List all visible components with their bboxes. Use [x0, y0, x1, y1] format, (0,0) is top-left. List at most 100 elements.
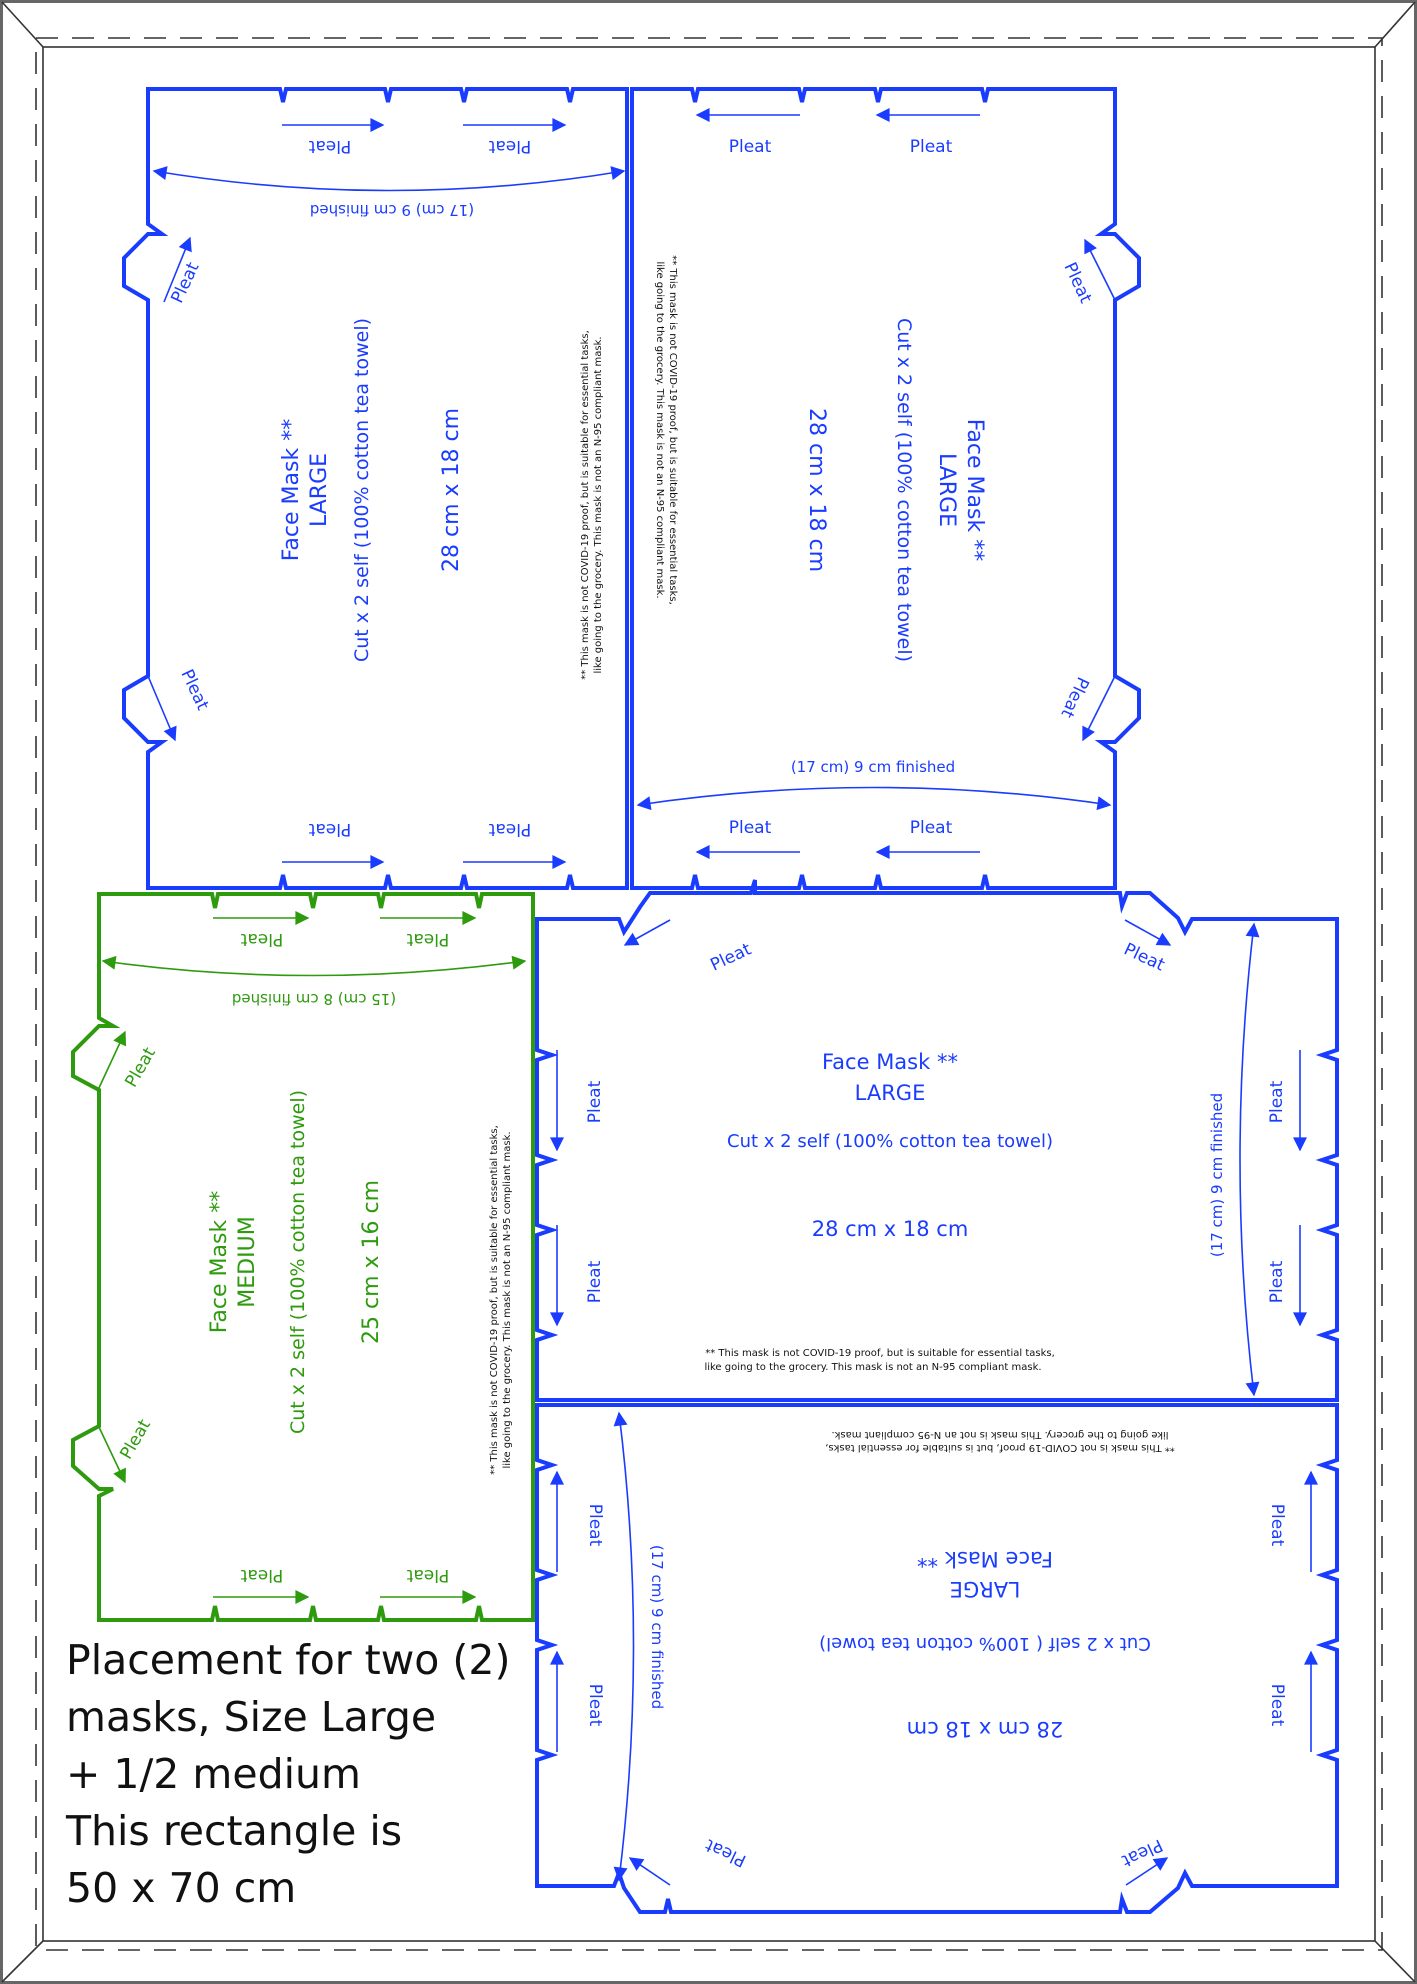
pleat-label: Pleat [1267, 1260, 1287, 1303]
pleat-label: Pleat [585, 1684, 605, 1727]
disclaimer: like going to the grocery. This mask is … [704, 1362, 1041, 1373]
cut-instruction: Cut x 2 self (100% cotton tea towel) [727, 1131, 1053, 1152]
caption-line: 50 x 70 cm [66, 1864, 297, 1912]
disclaimer: ** This mask is not COVID-19 proof, but … [705, 1348, 1055, 1359]
cut-outline [535, 1403, 1339, 1914]
pleat-arrow [628, 1857, 671, 1886]
mask-dimensions: 28 cm x 18 cm [907, 1717, 1064, 1741]
cut-outline [71, 892, 535, 1622]
disclaimer: ** This mask is not COVID-19 proof, but … [580, 330, 591, 680]
pleat-arrow [1125, 1857, 1169, 1886]
mask-dimensions: 28 cm x 18 cm [804, 408, 829, 572]
mask-large-middle-right: Pleat Pleat Pleat Pleat Pleat Pleat (17 … [535, 879, 1339, 1402]
cut-instruction: Cut x 2 self (100% cotton tea towel) [351, 318, 373, 662]
pleat-label: Pleat [121, 1044, 160, 1091]
pleat-arrow [163, 236, 192, 303]
mask-large-top-right: Pleat Pleat Pleat Pleat Pleat Pleat (17 … [630, 87, 1141, 890]
cut-instruction: Cut x 2 self (100% cotton tea towel) [287, 1090, 309, 1434]
pleat-label: Pleat [308, 136, 351, 156]
finished-width-label: (15 cm) 8 cm finished [232, 990, 396, 1008]
mask-large-top-left: Pleat Pleat Pleat Pleat Pleat Pleat (17 … [122, 87, 629, 890]
pleat-label: Pleat [729, 137, 772, 157]
cut-outline [122, 87, 629, 890]
disclaimer: like going to the grocery. This mask is … [831, 1429, 1168, 1440]
pleat-label: Pleat [707, 939, 754, 975]
pleat-label: Pleat [240, 1565, 283, 1585]
disclaimer: like going to the grocery. This mask is … [502, 1131, 513, 1468]
mask-size: LARGE [855, 1081, 926, 1105]
pleat-arrow [97, 1030, 127, 1091]
pleat-label: Pleat [308, 819, 351, 839]
finished-width-label: (17 cm) 9 cm finished [648, 1545, 666, 1709]
mask-dimensions: 28 cm x 18 cm [439, 408, 464, 572]
pleat-label: Pleat [1121, 939, 1168, 975]
pleat-label: Pleat [176, 666, 212, 713]
pleat-label: Pleat [585, 1504, 605, 1547]
caption-line: Placement for two (2) [66, 1636, 511, 1684]
disclaimer: ** This mask is not COVID-19 proof, but … [489, 1125, 500, 1475]
pleat-arrow [1124, 919, 1172, 946]
pleat-arrow [1082, 675, 1116, 742]
pleat-label: Pleat [585, 1260, 605, 1303]
caption-line: masks, Size Large [66, 1693, 437, 1741]
corner-bevel-tr [1374, 1, 1416, 48]
pleat-arrow [147, 675, 177, 742]
mask-size: LARGE [950, 1577, 1021, 1601]
pleat-label: Pleat [1059, 259, 1095, 306]
pleat-label: Pleat [910, 137, 953, 157]
disclaimer: like going to the grocery. This mask is … [654, 261, 665, 598]
mask-title: Face Mask ** [962, 419, 987, 561]
mask-medium-left: Pleat Pleat Pleat Pleat Pleat Pleat (15 … [71, 892, 535, 1622]
pleat-label: Pleat [406, 1565, 449, 1585]
pleat-label: Pleat [406, 929, 449, 949]
corner-bevel-br [1374, 1940, 1416, 1983]
finished-width-arrow [636, 786, 1112, 811]
finished-width-arrow [101, 955, 527, 977]
disclaimer: like going to the grocery. This mask is … [593, 336, 604, 673]
finished-width-arrow [613, 1411, 635, 1882]
caption-line: + 1/2 medium [66, 1750, 361, 1798]
mask-title: Face Mask ** [822, 1050, 958, 1074]
mask-large-bottom-right: Pleat Pleat Pleat Pleat Pleat Pleat (17 … [535, 1403, 1339, 1914]
mask-size: MEDIUM [235, 1216, 260, 1307]
placement-caption: Placement for two (2) masks, Size Large … [66, 1632, 510, 1917]
pleat-label: Pleat [240, 929, 283, 949]
pleat-label: Pleat [488, 136, 531, 156]
finished-width-arrow [1239, 922, 1260, 1397]
pleat-arrow [1084, 238, 1116, 301]
cut-instruction: Cut x 2 self (100% cotton tea towel) [893, 318, 915, 662]
mask-title: Face Mask ** [917, 1547, 1053, 1571]
inner-border [42, 46, 1376, 1942]
mask-title: Face Mask ** [207, 1191, 232, 1333]
pleat-label: Pleat [1118, 1834, 1165, 1870]
pleat-label: Pleat [910, 818, 953, 838]
pleat-label: Pleat [729, 818, 772, 838]
pleat-arrow [97, 1424, 126, 1484]
corner-bevel-tl [1, 1, 44, 48]
caption-line: This rectangle is [66, 1807, 403, 1855]
pleat-label: Pleat [167, 259, 203, 306]
disclaimer: ** This mask is not COVID-19 proof, but … [667, 255, 678, 605]
cut-instruction: Cut x 2 self ( 100% cotton tea towel) [819, 1633, 1151, 1654]
mask-size: LARGE [307, 453, 332, 527]
pleat-label: Pleat [1267, 1080, 1287, 1123]
corner-bevel-bl [1, 1940, 44, 1983]
pleat-label: Pleat [116, 1416, 155, 1463]
finished-width-label: (17 cm) 9 cm finished [791, 758, 955, 776]
cut-outline [535, 879, 1339, 1402]
pleat-label: Pleat [702, 1834, 749, 1870]
pleat-label: Pleat [1267, 1504, 1287, 1547]
pleat-arrow [623, 919, 671, 946]
mask-dimensions: 25 cm x 16 cm [359, 1180, 384, 1344]
finished-width-arrow [152, 166, 626, 192]
pleat-label: Pleat [585, 1080, 605, 1123]
finished-width-label: (17 cm) 9 cm finished [310, 201, 474, 219]
mask-size: LARGE [934, 453, 959, 527]
finished-width-label: (17 cm) 9 cm finished [1208, 1093, 1226, 1257]
pleat-label: Pleat [1267, 1684, 1287, 1727]
seam-allowance-dashed-line [35, 37, 1383, 1951]
mask-title: Face Mask ** [279, 419, 304, 561]
